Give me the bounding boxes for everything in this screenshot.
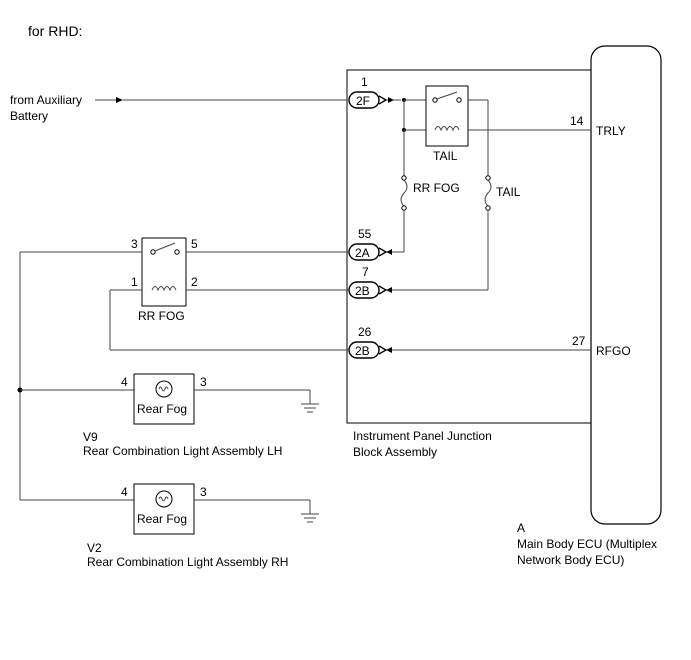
- connector-2b-7-pin: 7: [362, 265, 369, 279]
- rr-fog-relay-pin2: 2: [191, 275, 198, 289]
- tail-fuse-label: TAIL: [496, 185, 521, 199]
- ecu-code: A: [517, 521, 525, 535]
- lamp-rh-label: Rear Fog: [137, 512, 187, 526]
- ecu-name-line2: Network Body ECU): [517, 553, 624, 567]
- rear-fog-lamp-lh: Rear Fog 4 3 V9 Rear Combination Light A…: [20, 373, 319, 458]
- ecu-trly-name: TRLY: [596, 124, 626, 138]
- connector-2b-pin7: 7 2B: [348, 265, 388, 299]
- connector-2b-26-code: 2B: [355, 344, 370, 358]
- lamp-lh-pin-in: 4: [121, 375, 128, 389]
- tail-relay-label: TAIL: [433, 149, 458, 163]
- tail-fuse: TAIL: [484, 175, 521, 211]
- connector-2f: 1 2F: [348, 75, 388, 109]
- source-arrow: [95, 97, 123, 103]
- source-label-line2: Battery: [10, 109, 48, 123]
- ecu-rfgo-pin: 27: [572, 334, 586, 348]
- rr-fog-fuse-label: RR FOG: [413, 181, 460, 195]
- junction-block-name-line1: Instrument Panel Junction: [353, 429, 492, 443]
- source-label-line1: from Auxiliary: [10, 93, 82, 107]
- rr-fog-relay: 3 5 1 2 RR FOG: [131, 237, 198, 323]
- ecu-rfgo-name: RFGO: [596, 344, 631, 358]
- rr-fog-relay-pin3: 3: [131, 237, 138, 251]
- tail-relay: TAIL: [425, 85, 469, 163]
- lamp-lh-label: Rear Fog: [137, 402, 187, 416]
- diagram-title: for RHD:: [28, 23, 82, 39]
- rr-fog-relay-pin1: 1: [131, 275, 138, 289]
- lamp-lh-name: Rear Combination Light Assembly LH: [83, 444, 282, 458]
- connector-2a-code: 2A: [355, 246, 370, 260]
- main-body-ecu-box: [590, 45, 662, 525]
- connector-2a-pin: 55: [358, 227, 372, 241]
- junction-block-name-line2: Block Assembly: [353, 445, 437, 459]
- junction-block-box: [346, 69, 592, 424]
- connector-2a: 55 2A: [348, 227, 388, 261]
- lamp-lh-pin-out: 3: [200, 375, 207, 389]
- connector-2f-code: 2F: [356, 94, 370, 108]
- rr-fog-fuse: RR FOG: [400, 175, 460, 211]
- rr-fog-relay-pin5: 5: [191, 237, 198, 251]
- connector-2b-26-pin: 26: [358, 325, 372, 339]
- connector-2f-pin: 1: [361, 75, 368, 89]
- lamp-rh-pin-out: 3: [200, 485, 207, 499]
- ecu-trly-pin: 14: [570, 114, 584, 128]
- rear-fog-lamp-rh: Rear Fog 4 3 V2 Rear Combination Light A…: [20, 483, 319, 569]
- lamp-rh-pin-in: 4: [121, 485, 128, 499]
- connector-2b-pin26: 26 2B: [348, 325, 388, 359]
- lamp-lh-code: V9: [83, 430, 98, 444]
- connector-2b-7-code: 2B: [355, 284, 370, 298]
- lamp-rh-code: V2: [87, 541, 102, 555]
- rr-fog-relay-label: RR FOG: [138, 309, 185, 323]
- lamp-rh-name: Rear Combination Light Assembly RH: [87, 555, 288, 569]
- ecu-name-line1: Main Body ECU (Multiplex: [517, 537, 657, 551]
